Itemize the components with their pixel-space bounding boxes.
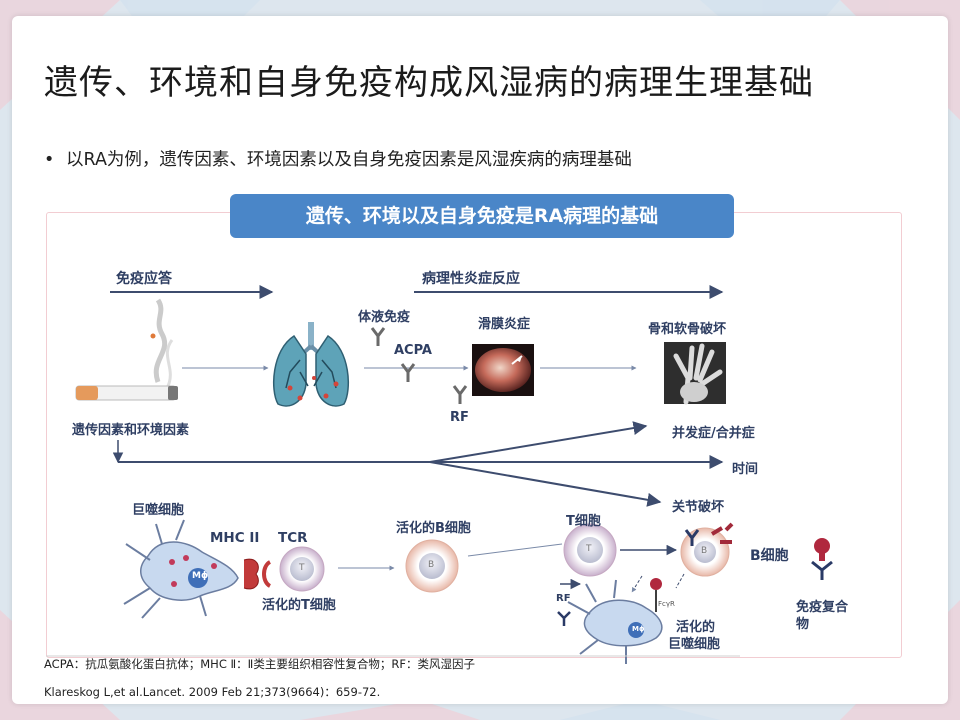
humoral-immunity-label: 体液免疫 bbox=[358, 310, 411, 325]
joint-destruction-arrow bbox=[429, 461, 662, 507]
slide-title: 遗传、环境和自身免疫构成风湿病的病理生理基础 bbox=[44, 63, 814, 103]
activated-t-cell-label: 活化的T细胞 bbox=[262, 598, 336, 613]
mhc-tcr-binding-icon bbox=[243, 558, 272, 590]
flow-arrow-5 bbox=[467, 543, 563, 557]
b-cell-2-letter: B bbox=[701, 546, 708, 556]
t-cell-2-letter: T bbox=[586, 544, 592, 554]
macrophage-cell bbox=[123, 519, 239, 619]
t-cell-label: T细胞 bbox=[566, 514, 601, 529]
pathologic-inflammation-label: 病理性炎症反应 bbox=[422, 271, 520, 287]
xray-image bbox=[664, 342, 726, 405]
activated-b-cell-label: 活化的B细胞 bbox=[396, 521, 471, 536]
activated-macrophage-label-1: 活化的 bbox=[676, 620, 716, 635]
joint-destruction-label: 关节破坏 bbox=[672, 500, 725, 515]
antibody-icon-rf-small bbox=[557, 611, 571, 626]
t-cell-1 bbox=[279, 546, 325, 592]
t-cell-1-letter: T bbox=[299, 563, 305, 573]
immune-complex-icon bbox=[811, 538, 833, 580]
diagram-header: 遗传、环境以及自身免疫是RA病理的基础 bbox=[230, 194, 734, 238]
b-cell-2 bbox=[680, 522, 734, 577]
complications-label: 并发症/合并症 bbox=[672, 426, 755, 441]
acpa-label: ACPA bbox=[394, 343, 432, 358]
antibody-icon-humoral bbox=[370, 327, 386, 346]
abbreviation-footnote: ACPA：抗瓜氨酸化蛋白抗体；MHC Ⅱ：Ⅱ类主要组织相容性复合物；RF：类风湿… bbox=[44, 657, 475, 671]
flow-arrow-8 bbox=[631, 575, 643, 593]
bullet-text: 以RA为例，遗传因素、环境因素以及自身免疫因素是风湿疾病的病理基础 bbox=[66, 150, 632, 170]
immune-complex-label-2: 物 bbox=[796, 617, 810, 632]
b-cell-activated-letter: B bbox=[428, 560, 435, 570]
immune-response-label: 免疫应答 bbox=[116, 271, 172, 287]
activated-macrophage-cell bbox=[567, 578, 663, 664]
rf-small-label: RF bbox=[556, 593, 571, 604]
t-cell-2 bbox=[563, 523, 617, 577]
fcyr-label: FcγR bbox=[658, 600, 675, 608]
reference-citation: Klareskog L,et al.Lancet. 2009 Feb 21;37… bbox=[44, 685, 381, 699]
mhc-ii-label: MHC II bbox=[210, 530, 260, 546]
bullet-dot: • bbox=[44, 150, 55, 170]
synovitis-image bbox=[472, 344, 534, 396]
genetic-environmental-label: 遗传因素和环境因素 bbox=[72, 423, 190, 438]
antibody-icon-acpa bbox=[400, 363, 416, 382]
macrophage-label: 巨噬细胞 bbox=[132, 503, 185, 518]
b-cell-label: B细胞 bbox=[750, 548, 789, 564]
time-label: 时间 bbox=[732, 462, 759, 477]
b-cell-activated bbox=[405, 539, 459, 593]
flow-arrow-9 bbox=[675, 573, 685, 589]
bone-cartilage-label: 骨和软骨破坏 bbox=[648, 322, 727, 337]
rf-label: RF bbox=[450, 410, 469, 425]
bullet-point: • 以RA为例，遗传因素、环境因素以及自身免疫因素是风湿疾病的病理基础 bbox=[44, 146, 632, 171]
synovitis-label: 滑膜炎症 bbox=[478, 317, 531, 332]
tcr-label: TCR bbox=[278, 530, 308, 546]
activated-macrophage-mphi-label: Mϕ bbox=[632, 625, 645, 633]
macrophage-mphi-label: Mϕ bbox=[192, 571, 209, 581]
antibody-icon-rf bbox=[452, 385, 468, 404]
complications-arrow bbox=[429, 421, 648, 463]
activated-macrophage-label-2: 巨噬细胞 bbox=[668, 637, 721, 652]
lungs-icon bbox=[273, 322, 349, 407]
cigarette-icon bbox=[75, 298, 178, 401]
immune-complex-label-1: 免疫复合 bbox=[796, 600, 849, 615]
